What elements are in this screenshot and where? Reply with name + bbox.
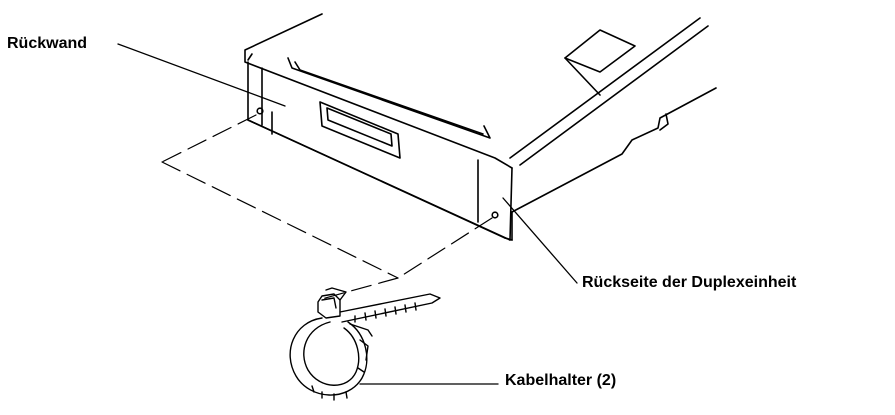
mounting-hole-right bbox=[491, 211, 499, 219]
callout-rear-panel: Rückwand bbox=[7, 35, 88, 52]
mounting-holes bbox=[256, 107, 499, 219]
callout-cable-holder: Kabelhalter (2) bbox=[505, 372, 617, 389]
leader-rear-panel bbox=[117, 43, 286, 107]
mounting-hole-left bbox=[256, 107, 264, 115]
duplex-unit bbox=[247, 61, 513, 241]
printer-body-outline bbox=[244, 13, 717, 213]
paper-slot bbox=[287, 57, 491, 139]
installation-guide-lines bbox=[161, 114, 493, 301]
rear-connector bbox=[319, 101, 401, 159]
callout-duplex-unit-rear: Rückseite der Duplexeinheit bbox=[582, 274, 797, 291]
cable-holder bbox=[289, 287, 441, 401]
leader-duplex-rear bbox=[502, 197, 578, 284]
callout-leaders bbox=[117, 43, 578, 385]
